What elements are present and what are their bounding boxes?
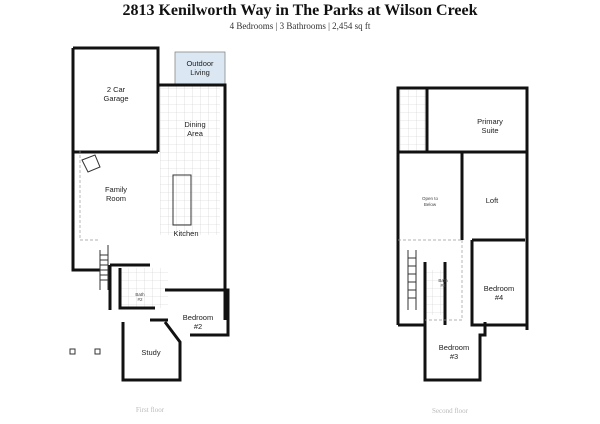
bedroom2-walls [150,288,230,337]
ceiling-line [79,150,100,241]
first-floor-plan: Outdoor Living 2 Car Garage Dining Area … [69,46,230,414]
open-below-line [398,239,463,321]
label-garage-1: 2 Car [107,85,126,94]
first-floor-caption: First floor [136,406,165,414]
label-study: Study [141,348,160,357]
label-bath2-2: #2 [137,297,143,302]
page-subtitle: 4 Bedrooms | 3 Bathrooms | 2,454 sq ft [229,21,371,31]
label-bedroom2-1: Bedroom [183,313,213,322]
label-bath2-1: Bath [135,292,145,297]
post [94,348,101,355]
label-primary-2: Suite [481,126,498,135]
label-primary-1: Primary [477,117,503,126]
label-family-2: Room [106,194,126,203]
label-bedroom2-2: #2 [194,322,202,331]
bath3-tile [426,270,444,315]
post [69,348,76,355]
label-bedroom4-1: Bedroom [484,284,514,293]
label-kitchen: Kitchen [173,229,198,238]
garage-walls [71,46,160,272]
label-open-2: Below [424,202,437,207]
label-open-1: Open to [422,196,439,201]
label-bedroom4-2: #4 [495,293,503,302]
fireplace [81,154,101,173]
second-floor-plan: Open to Below Primary Suite Loft Bath #3… [396,86,529,415]
second-floor-caption: Second floor [432,407,469,415]
label-bath3-1: Bath [438,278,448,283]
east-walls [158,83,227,320]
label-bath3-2: #3 [440,283,446,288]
label-dining-2: Area [187,129,204,138]
outdoor-living-area [174,51,226,86]
bedroom4-walls [470,238,527,327]
laundry-tile [120,268,168,308]
study-walls [121,321,182,382]
stairs [407,250,417,310]
stairs [99,245,109,290]
label-garage-2: Garage [103,94,128,103]
bedroom3-walls [423,322,487,382]
primary-bath-tile [400,90,426,152]
kitchen-dining-tile [160,85,220,235]
label-loft: Loft [486,196,499,205]
central-walls [396,152,529,330]
kitchen-island [172,174,192,226]
label-bedroom3-1: Bedroom [439,343,469,352]
label-bedroom3-2: #3 [450,352,458,361]
bath2-walls [108,263,155,310]
label-living: Living [190,68,210,77]
label-dining-1: Dining [184,120,205,129]
page-title: 2813 Kenilworth Way in The Parks at Wils… [122,2,478,19]
label-outdoor: Outdoor [186,59,214,68]
label-family-1: Family [105,185,127,194]
